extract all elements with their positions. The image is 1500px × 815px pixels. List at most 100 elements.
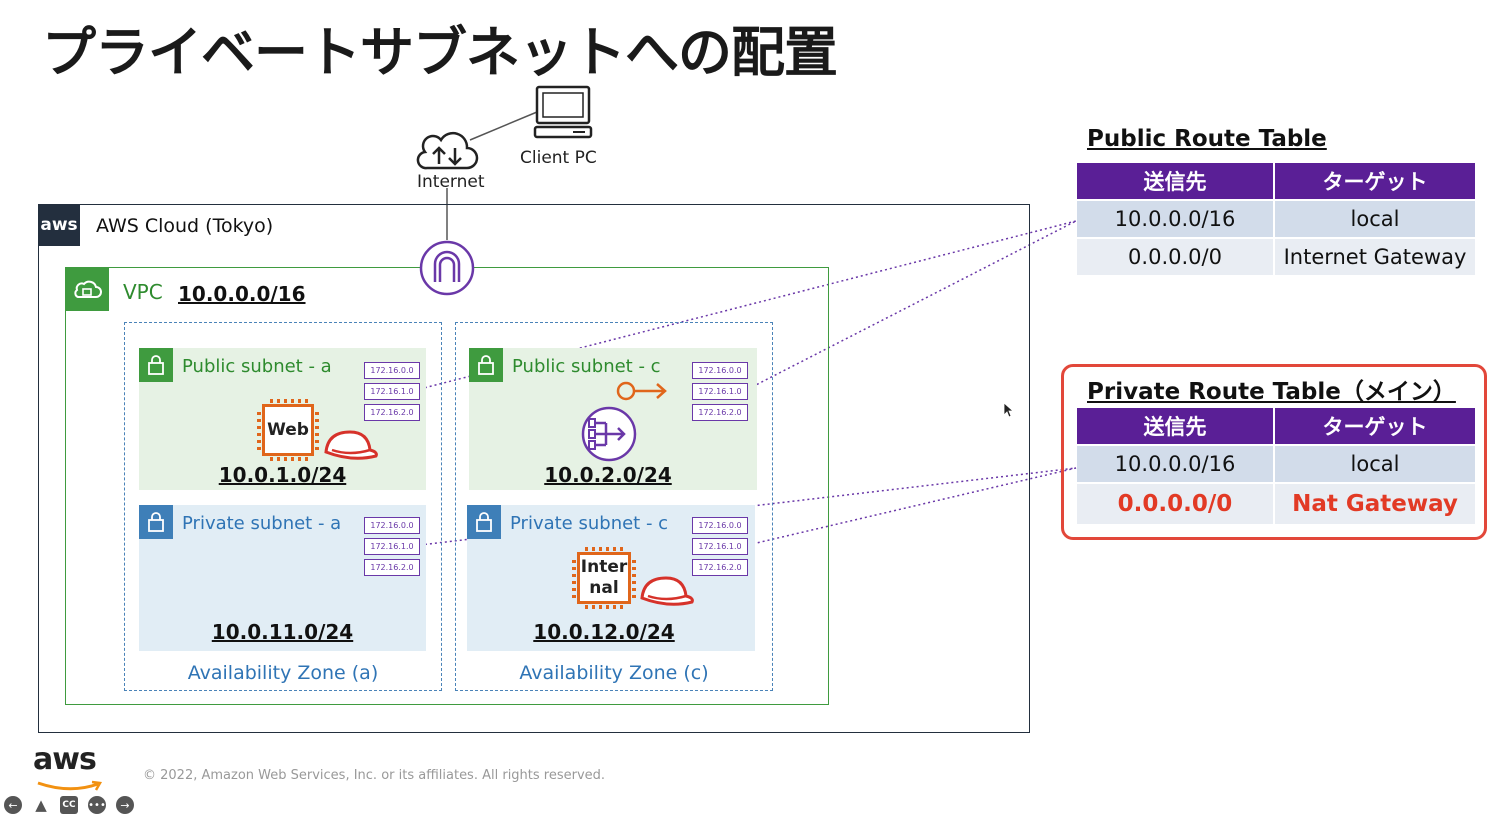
previous-icon[interactable]: ← [4, 796, 22, 814]
route-entry: 172.16.2.0 [364, 404, 420, 421]
table-row: 0.0.0.0/0 Internet Gateway [1077, 239, 1475, 275]
route-entry: 172.16.1.0 [364, 538, 420, 555]
availability-zone-c [455, 322, 773, 691]
chip-pins [585, 605, 623, 609]
route-entry: 172.16.0.0 [692, 362, 748, 379]
instance-label-line2: nal [589, 578, 619, 598]
aws-badge: aws [38, 204, 80, 246]
route-entry: 172.16.2.0 [364, 559, 420, 576]
public-subnet-c-badge [469, 348, 503, 382]
nat-gateway-icon [581, 406, 637, 462]
copyright-text: © 2022, Amazon Web Services, Inc. or its… [143, 768, 606, 783]
next-icon[interactable]: → [116, 796, 134, 814]
vpc-badge [65, 267, 109, 311]
public-subnet-c-route-entries: 172.16.0.0 172.16.1.0 172.16.2.0 [692, 362, 748, 425]
route-target: Internet Gateway [1275, 239, 1475, 275]
route-target: local [1275, 201, 1475, 237]
pub-c-route-line [747, 220, 1077, 390]
vpc-label: VPC [123, 280, 163, 304]
red-hat-icon [640, 576, 694, 606]
chip-pins [315, 412, 319, 450]
internet-cloud-icon [416, 131, 479, 170]
private-subnet-a-route-entries: 172.16.0.0 172.16.1.0 172.16.2.0 [364, 517, 420, 580]
private-subnet-c-badge [467, 505, 501, 539]
lock-icon [148, 512, 164, 532]
route-target: Nat Gateway [1275, 484, 1475, 524]
route-entry: 172.16.2.0 [692, 404, 748, 421]
column-header-destination: 送信先 [1077, 408, 1273, 444]
availability-zone-a [124, 322, 442, 691]
more-icon[interactable]: ••• [88, 796, 106, 814]
chip-pins [257, 412, 261, 450]
private-route-table-highlight [1061, 364, 1487, 540]
page-title: プライベートサブネットへの配置 [42, 21, 838, 84]
column-header-target: ターゲット [1275, 163, 1475, 199]
red-hat-icon [324, 430, 378, 460]
route-destination: 10.0.0.0/16 [1077, 201, 1273, 237]
vpc-cidr: 10.0.0.0/16 [178, 282, 306, 306]
public-subnet-c-cidr: 10.0.2.0/24 [544, 463, 672, 487]
private-route-table-title: Private Route Table（メイン） [1087, 379, 1456, 405]
aws-cloud-label: AWS Cloud (Tokyo) [96, 215, 274, 237]
client-internet-line [469, 111, 538, 141]
aws-smile-icon [37, 780, 103, 791]
lock-icon [476, 512, 492, 532]
route-destination: 0.0.0.0/0 [1077, 484, 1273, 524]
private-subnet-c-route-entries: 172.16.0.0 172.16.1.0 172.16.2.0 [692, 517, 748, 580]
internal-instance: Inter nal [572, 547, 636, 609]
public-subnet-a-route-entries: 172.16.0.0 172.16.1.0 172.16.2.0 [364, 362, 420, 425]
private-subnet-a-cidr: 10.0.11.0/24 [211, 620, 354, 644]
route-entry: 172.16.1.0 [364, 383, 420, 400]
route-entry: 172.16.0.0 [364, 517, 420, 534]
public-subnet-a-badge [139, 348, 173, 382]
private-subnet-c-label: Private subnet - c [510, 513, 669, 534]
private-route-table: 送信先 ターゲット 10.0.0.0/16 local 0.0.0.0/0 Na… [1075, 406, 1477, 526]
elastic-ip-icon [616, 381, 667, 401]
public-subnet-c-label: Public subnet - c [512, 356, 661, 377]
route-target: local [1275, 446, 1475, 482]
vpc-cloud-icon [74, 280, 102, 298]
table-row: 10.0.0.0/16 local [1077, 201, 1475, 237]
aws-logo: aws [33, 742, 97, 777]
availability-zone-c-label: Availability Zone (c) [519, 662, 709, 684]
instance-label-line1: Inter [580, 557, 628, 577]
route-destination: 0.0.0.0/0 [1077, 239, 1273, 275]
client-pc-label: Client PC [520, 148, 597, 168]
private-subnet-a-badge [139, 505, 173, 539]
table-row: 10.0.0.0/16 local [1077, 446, 1475, 482]
column-header-destination: 送信先 [1077, 163, 1273, 199]
client-pc-icon [533, 85, 593, 139]
internet-gateway-icon [419, 240, 475, 296]
captions-icon[interactable]: CC [60, 796, 78, 814]
mouse-cursor-icon [1003, 402, 1013, 418]
lock-icon [478, 355, 494, 375]
aws-cloud-boundary [38, 204, 1030, 733]
table-row: 0.0.0.0/0 Nat Gateway [1077, 484, 1475, 524]
ec2-instance-icon: Web [262, 404, 314, 456]
private-subnet-a-label: Private subnet - a [182, 513, 342, 534]
route-entry: 172.16.0.0 [692, 517, 748, 534]
private-subnet-c-cidr: 10.0.12.0/24 [533, 620, 675, 644]
route-entry: 172.16.1.0 [692, 383, 748, 400]
web-instance: Web [257, 399, 319, 461]
public-subnet-a-cidr: 10.0.1.0/24 [218, 463, 347, 487]
internet-label: Internet [417, 172, 485, 192]
public-subnet-a-label: Public subnet - a [182, 356, 332, 377]
public-route-table-title: Public Route Table [1087, 126, 1327, 152]
chip-pins [270, 457, 308, 461]
route-entry: 172.16.0.0 [364, 362, 420, 379]
lock-icon [148, 355, 164, 375]
priv-c-route-line [747, 467, 1077, 546]
chip-pins [585, 547, 623, 551]
column-header-target: ターゲット [1275, 408, 1475, 444]
route-entry: 172.16.2.0 [692, 559, 748, 576]
user-icon[interactable]: ▲ [35, 796, 47, 814]
public-route-table: 送信先 ターゲット 10.0.0.0/16 local 0.0.0.0/0 In… [1075, 161, 1477, 277]
chip-pins [572, 560, 576, 598]
ec2-instance-icon: Inter nal [577, 552, 631, 604]
route-entry: 172.16.1.0 [692, 538, 748, 555]
availability-zone-a-label: Availability Zone (a) [187, 662, 379, 684]
route-destination: 10.0.0.0/16 [1077, 446, 1273, 482]
chip-pins [270, 399, 308, 403]
chip-pins [632, 560, 636, 598]
